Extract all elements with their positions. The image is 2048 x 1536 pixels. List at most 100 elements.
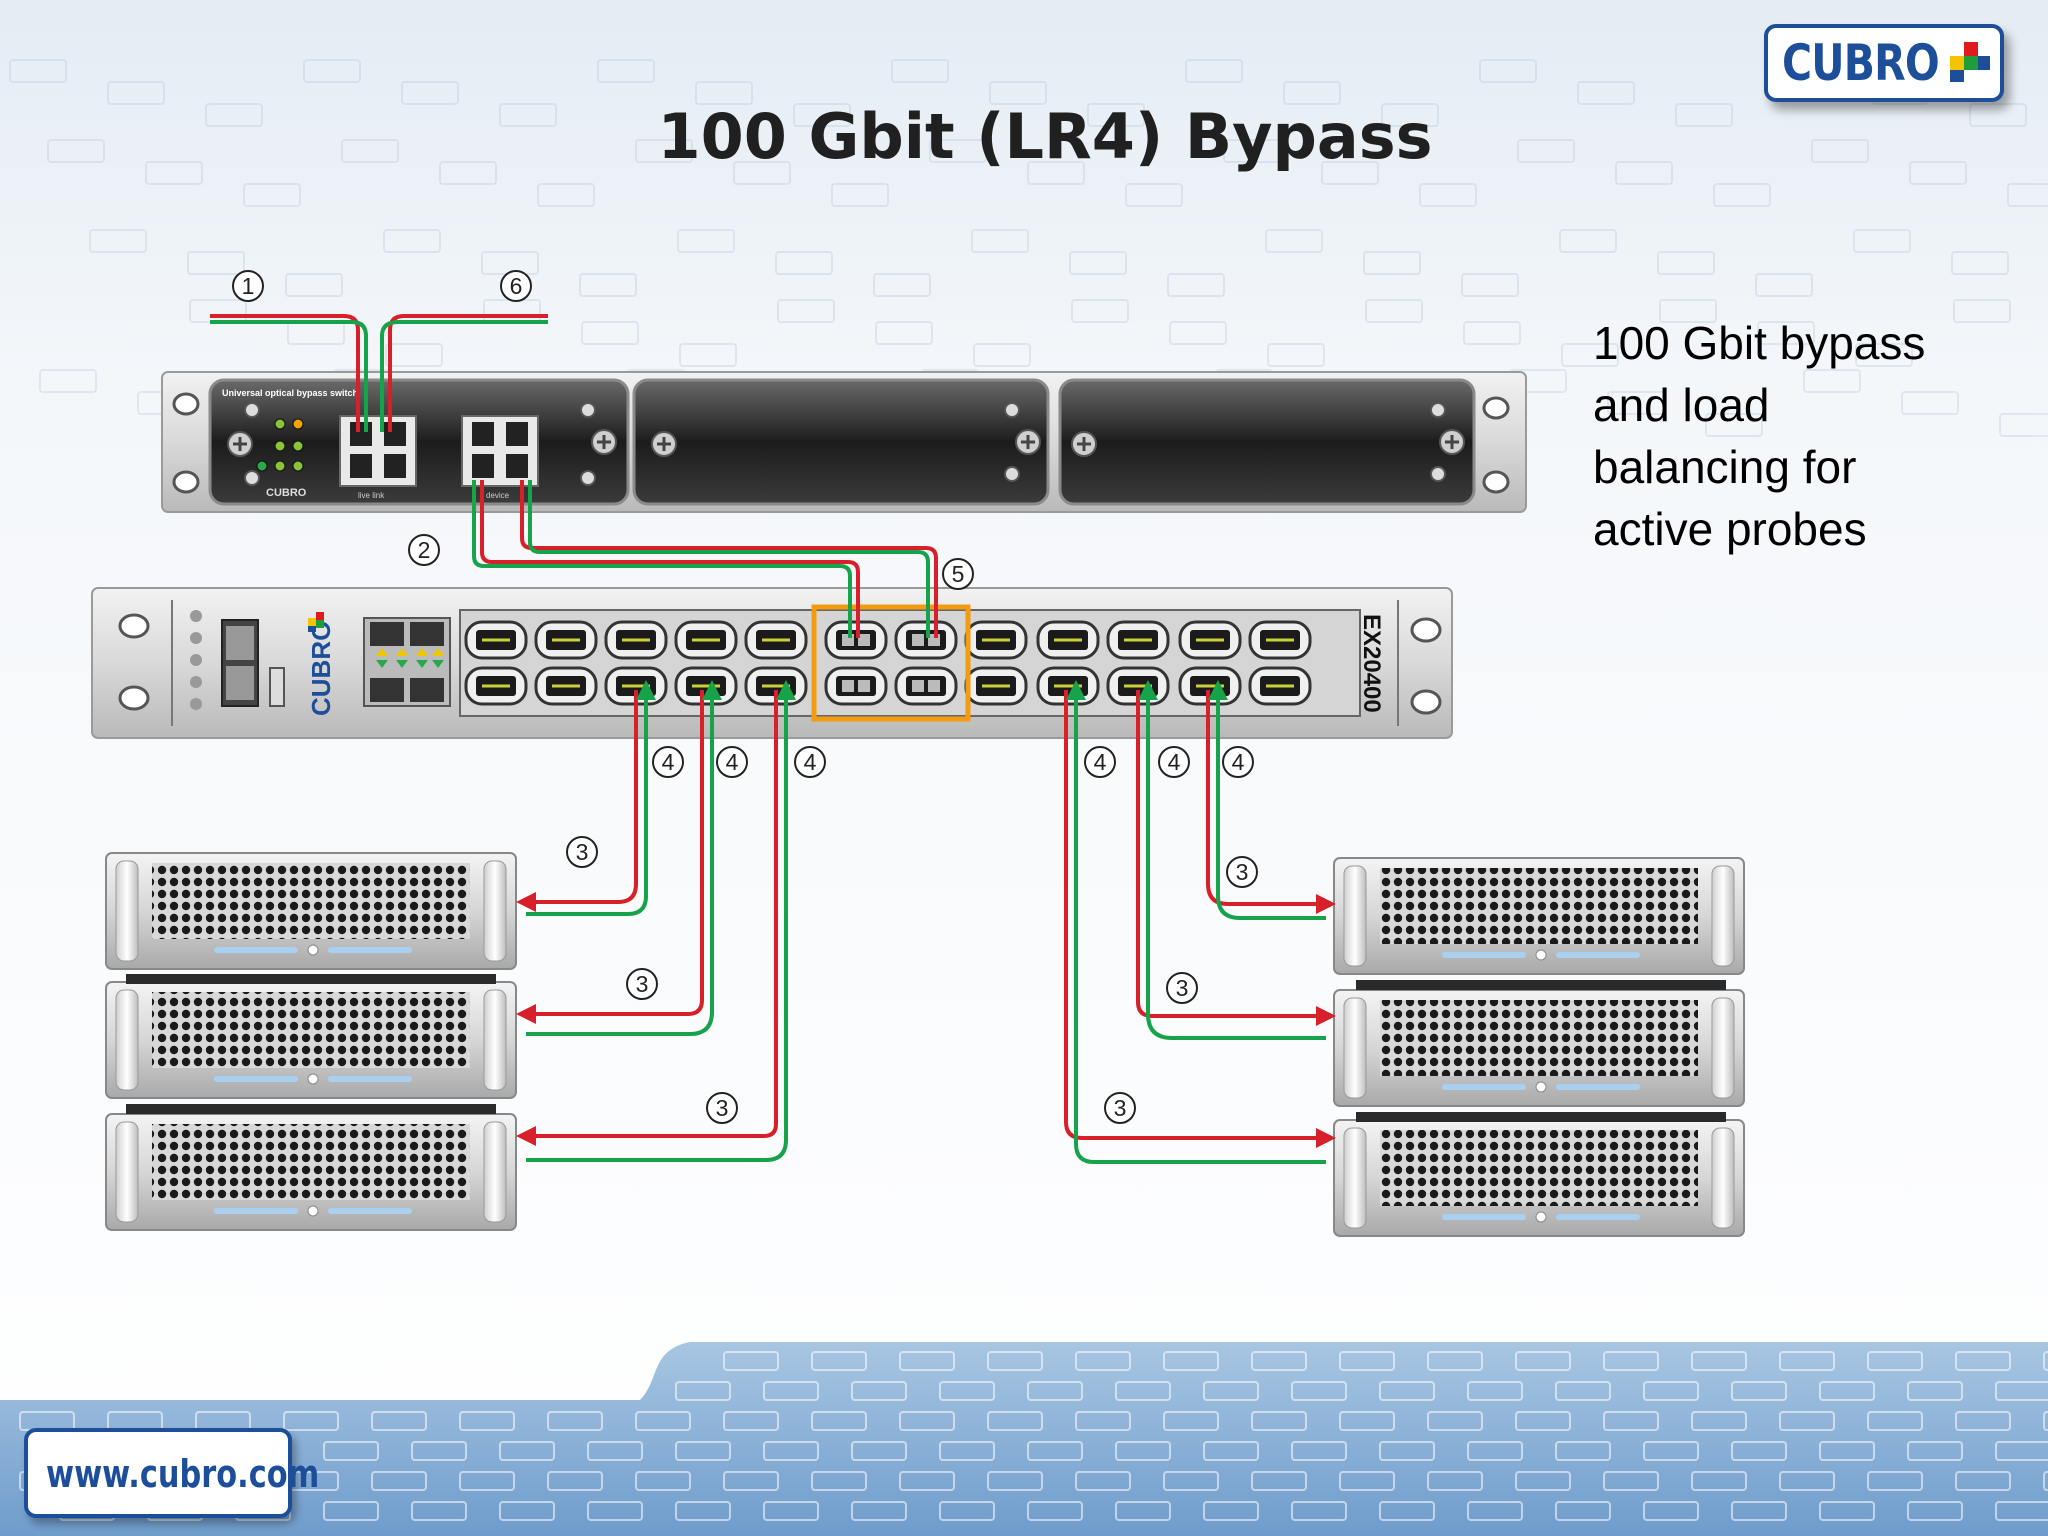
logo-mark-icon [1950,42,1990,82]
description-line: balancing for [1593,441,1857,493]
bg-block [1659,299,1717,323]
footer-block [851,1501,907,1521]
footer-block [1691,1471,1747,1491]
footer-block [1251,1351,1307,1371]
rack-gap [126,974,496,984]
bg-block [1855,343,1913,367]
footer-block [1907,1381,1963,1401]
bg-block [873,273,931,297]
bg-block [499,103,557,127]
power-button-icon [307,944,319,956]
bypass-brand-label: CUBRO [266,487,307,499]
packet-broker-ex20400: CUBRO EX20400 [91,587,1453,739]
website-link[interactable]: www.cubro.com [24,1428,319,1518]
footer-block [763,1501,819,1521]
footer-block [1339,1351,1395,1371]
probe-server [1333,1119,1745,1237]
callout-6: 6 [500,270,532,302]
footer-block [675,1441,731,1461]
power-button-icon [1535,1211,1547,1223]
callout-3: 3 [706,1092,738,1124]
qsfp-port [464,620,528,660]
qsfp-port [464,666,528,706]
footer-block [939,1501,995,1521]
power-button-icon [1535,949,1547,961]
footer-block [371,1471,427,1491]
bg-block [1365,299,1423,323]
footer-block [987,1351,1043,1371]
footer-block [987,1471,1043,1491]
footer-block [1427,1411,1483,1431]
callout-4: 4 [1222,746,1254,778]
footer-block [1427,1351,1483,1371]
footer-block [1467,1441,1523,1461]
server-vent [1380,868,1698,944]
footer-block [763,1381,819,1401]
footer-block [1515,1411,1571,1431]
bg-block [9,59,67,83]
footer-block [899,1351,955,1371]
bg-block [1517,139,1575,163]
footer-block [1163,1411,1219,1431]
callout-3: 3 [1166,972,1198,1004]
callout-2: 2 [408,534,440,566]
thumbscrew-icon [1015,429,1041,455]
footer-block [1779,1471,1835,1491]
bg-block [285,273,343,297]
screw-icon [1430,402,1446,418]
callout-number: 4 [804,749,817,775]
footer-block [1779,1411,1835,1431]
footer-block [1291,1441,1347,1461]
footer-block [1867,1351,1923,1371]
model-label: EX20400 [1358,614,1385,713]
footer-block [459,1411,515,1431]
footer-block [323,1501,379,1521]
bypass-module [208,378,630,506]
slide-title: 100 Gbit (LR4) Bypass [657,100,1433,173]
footer-block [1955,1411,2011,1431]
qsfp-port [674,620,738,660]
server-vent [152,992,470,1068]
thumbscrew-icon [1071,431,1097,457]
thumbscrew-icon [591,429,617,455]
bg-block [1755,273,1813,297]
bg-block [1999,413,2048,437]
bg-block [1267,343,1325,367]
power-button-icon [307,1205,319,1217]
callout-number: 3 [636,971,649,997]
probe-server [1333,857,1745,975]
footer-block [1731,1501,1787,1521]
footer-block [1955,1471,2011,1491]
bg-block [679,343,737,367]
callout-number: 6 [510,273,523,299]
thumbscrew-icon [1439,429,1465,455]
qsfp-port [894,666,958,706]
screw-icon [1004,466,1020,482]
qsfp-port [1248,620,1312,660]
cubro-logo[interactable]: CUBRO [1764,24,2004,102]
footer-band [0,1342,2048,1536]
server-vent [1380,1130,1698,1206]
callout-3: 3 [1104,1092,1136,1124]
footer-block [635,1471,691,1491]
status-led [292,418,304,430]
footer-block [939,1441,995,1461]
bg-block [1463,321,1521,345]
red-link [388,314,548,432]
bg-block [929,139,987,163]
bg-block [1811,139,1869,163]
footer-block [1955,1351,2011,1371]
status-leds [256,418,304,472]
status-led [292,440,304,452]
footer-block [1555,1441,1611,1461]
bg-block [581,321,639,345]
status-led [256,460,268,472]
status-led [190,698,202,710]
bg-block [635,139,693,163]
footer-block [587,1441,643,1461]
footer-block [635,1411,691,1431]
qsfp-port [1248,666,1312,706]
footer-block [1867,1471,1923,1491]
green-link [210,320,368,432]
bg-block [1969,103,2027,127]
